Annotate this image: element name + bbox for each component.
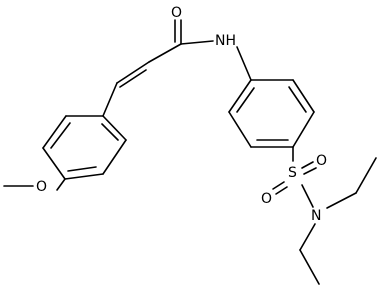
bond-alkene-ring bbox=[102, 82, 118, 117]
bond-s-o2-a bbox=[272, 181, 285, 190]
bond-ring2-inner-3 bbox=[288, 86, 307, 113]
bond-c-nh bbox=[180, 40, 214, 45]
bond-ring2-inner-1 bbox=[236, 87, 255, 113]
bond-ethyl1-c1-c2 bbox=[355, 157, 377, 194]
bond-c-alkene bbox=[148, 43, 182, 63]
bond-ring2-1 bbox=[228, 79, 252, 113]
bond-s-o1-a bbox=[301, 161, 314, 169]
bond-n-ethyl2-c1 bbox=[299, 223, 316, 251]
bond-nh-ring2 bbox=[236, 46, 252, 81]
bond-alkene-double-a bbox=[116, 61, 150, 84]
bond-s-o2-b bbox=[275, 186, 288, 195]
bond-ring1-3 bbox=[64, 173, 104, 180]
atom-s-sulfonyl: S bbox=[288, 165, 297, 181]
atom-o-methoxy: O bbox=[36, 179, 47, 195]
atom-labels: O NH S O O N O bbox=[36, 5, 327, 224]
atom-o-sulfonyl-1: O bbox=[316, 153, 327, 169]
atom-o-carbonyl: O bbox=[171, 5, 182, 21]
bonds bbox=[3, 19, 377, 285]
bond-ethyl2-c1-c2 bbox=[299, 249, 320, 285]
atom-n-sulfonamide: N bbox=[311, 208, 321, 224]
bond-ring1-4 bbox=[42, 147, 66, 180]
bond-ring2-4 bbox=[292, 111, 315, 148]
bond-ring1-1 bbox=[102, 115, 127, 141]
bond-ring1-inner-2 bbox=[67, 166, 97, 172]
bond-s-n bbox=[301, 184, 314, 208]
bond-ring2-5 bbox=[292, 79, 315, 113]
bond-n-ethyl1-c1 bbox=[326, 192, 357, 209]
bond-ring1-2 bbox=[102, 139, 127, 175]
bond-s-o1-b bbox=[303, 167, 317, 175]
atom-nh-amide: NH bbox=[215, 33, 236, 49]
bond-ring2-2 bbox=[228, 111, 252, 148]
atom-o-sulfonyl-2: O bbox=[261, 191, 272, 207]
bond-ring1-5 bbox=[42, 115, 67, 149]
bond-ring1-inner-1 bbox=[101, 123, 119, 141]
bond-ring-o-methoxy bbox=[56, 178, 66, 191]
bond-alkene-double-b bbox=[119, 69, 147, 88]
bond-ring1-inner-3 bbox=[50, 122, 71, 149]
